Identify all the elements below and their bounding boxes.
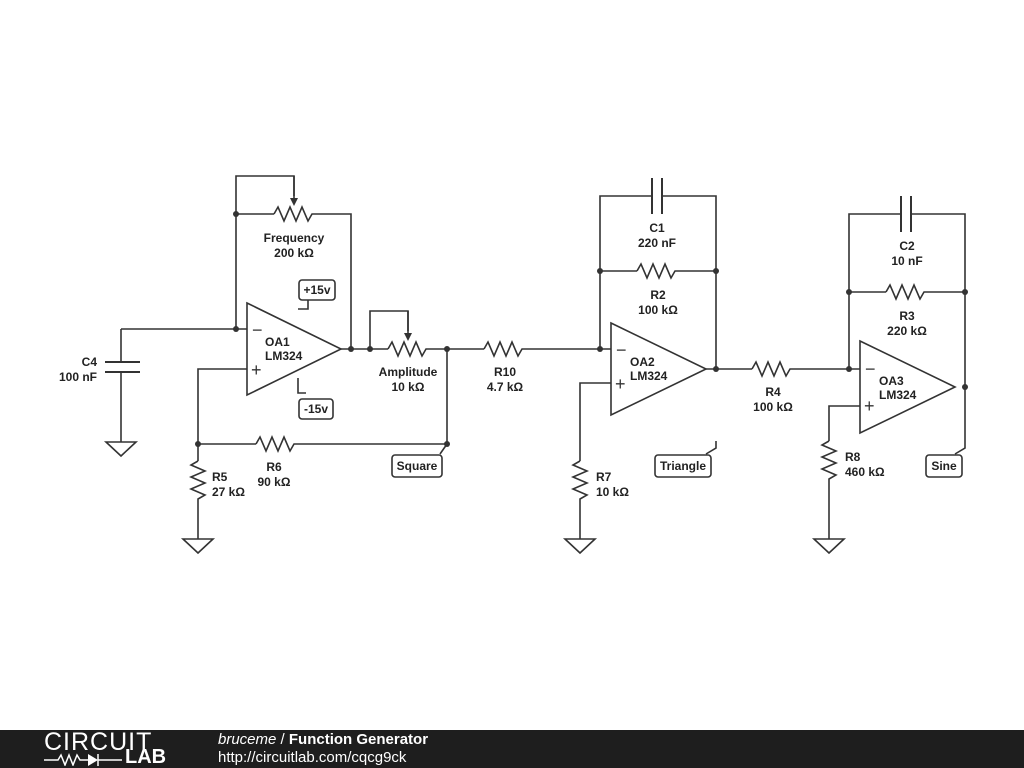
opamp-part: LM324 [630, 369, 668, 383]
resistor-r8[interactable] [819, 440, 839, 489]
r7-label: R7 [596, 470, 612, 484]
r5-label: R5 [212, 470, 228, 484]
opamp-ref: OA2 [630, 355, 655, 369]
resistor-r7[interactable] [570, 460, 590, 503]
opamp-part: LM324 [265, 349, 303, 363]
resistor-r5[interactable] [188, 460, 208, 503]
r7-value: 10 kΩ [596, 485, 629, 499]
r8-label: R8 [845, 450, 861, 464]
net-tag-square[interactable]: Square [391, 454, 443, 478]
resistor-r10[interactable] [483, 339, 526, 359]
resistor-r3[interactable] [885, 282, 928, 302]
ground-icon [811, 538, 847, 555]
logo-lab-text: LAB [125, 746, 167, 768]
r10-label: R10 [494, 365, 516, 379]
resistor-diode-logo-icon [44, 752, 122, 766]
r8-value: 460 kΩ [845, 465, 885, 479]
r4-value: 100 kΩ [753, 400, 793, 414]
footer-bar: CIRCUIT LAB bruceme / Function Generator… [0, 728, 1024, 768]
circuit-title: Function Generator [288, 731, 429, 748]
resistor-r6[interactable] [255, 434, 298, 454]
frequency-label: Frequency [264, 231, 325, 245]
author-name[interactable]: bruceme [218, 731, 277, 748]
r6-label: R6 [266, 460, 282, 474]
resistor-r4[interactable] [751, 359, 794, 379]
c4-label: C4 [82, 355, 98, 369]
r2-value: 100 kΩ [638, 303, 678, 317]
component-labels: Frequency 200 kΩ Amplitude 10 kΩ R10 4.7… [59, 221, 927, 499]
net-tag-label: +15v [303, 283, 330, 297]
r4-label: R4 [765, 385, 781, 399]
opamp-minus-sign: − [252, 320, 263, 340]
junctions [195, 211, 968, 447]
opamp-plus-sign: + [864, 396, 875, 416]
ground-icon [103, 441, 139, 458]
amplitude-potentiometer[interactable] [387, 311, 430, 359]
opamp-ref: OA3 [879, 374, 904, 388]
net-tag-triangle[interactable]: Triangle [654, 454, 712, 478]
frequency-value: 200 kΩ [274, 246, 314, 260]
opamp-oa1[interactable]: − + OA1 LM324 [246, 301, 343, 397]
r6-value: 90 kΩ [258, 475, 291, 489]
circuit-url-link[interactable]: http://circuitlab.com/cqcg9ck [218, 749, 407, 766]
capacitor-c2[interactable] [900, 196, 912, 232]
frequency-potentiometer[interactable] [273, 176, 316, 224]
opamp-oa2[interactable]: − + OA2 LM324 [610, 321, 708, 417]
opamp-plus-sign: + [615, 374, 626, 394]
circuitlab-logo[interactable]: CIRCUIT LAB [40, 728, 180, 768]
opamp-part: LM324 [879, 388, 917, 402]
capacitor-c4[interactable] [105, 361, 140, 373]
amplitude-value: 10 kΩ [392, 380, 425, 394]
net-tag-sine[interactable]: Sine [925, 454, 963, 478]
amplitude-label: Amplitude [379, 365, 438, 379]
net-tag-vplus[interactable]: +15v [298, 279, 336, 301]
net-tag-vminus[interactable]: -15v [298, 398, 334, 420]
c2-value: 10 nF [891, 254, 922, 268]
ground-icon [562, 538, 598, 555]
opamp-ref: OA1 [265, 335, 290, 349]
r3-value: 220 kΩ [887, 324, 927, 338]
opamp-plus-sign: + [251, 360, 262, 380]
net-tag-label: Square [397, 459, 438, 473]
resistor-r2[interactable] [636, 261, 679, 281]
r2-label: R2 [650, 288, 666, 302]
c2-label: C2 [899, 239, 915, 253]
c4-value: 100 nF [59, 370, 97, 384]
schematic-canvas: − + OA1 LM324 − + OA2 LM324 − + OA3 LM32… [59, 175, 968, 555]
capacitor-c1[interactable] [651, 178, 663, 214]
r5-value: 27 kΩ [212, 485, 245, 499]
c1-label: C1 [649, 221, 665, 235]
net-tag-label: -15v [304, 402, 328, 416]
r3-label: R3 [899, 309, 915, 323]
credit-separator: / [276, 731, 289, 748]
opamp-minus-sign: − [865, 359, 876, 379]
c1-value: 220 nF [638, 236, 676, 250]
r10-value: 4.7 kΩ [487, 380, 524, 394]
circuit-credit: bruceme / Function Generator [218, 731, 428, 749]
ground-icon [180, 538, 216, 555]
opamp-minus-sign: − [616, 340, 627, 360]
opamp-oa3[interactable]: − + OA3 LM324 [859, 339, 957, 435]
net-tag-label: Triangle [660, 459, 706, 473]
net-tag-label: Sine [931, 459, 957, 473]
logo-circuit-text: CIRCUIT [44, 728, 153, 756]
